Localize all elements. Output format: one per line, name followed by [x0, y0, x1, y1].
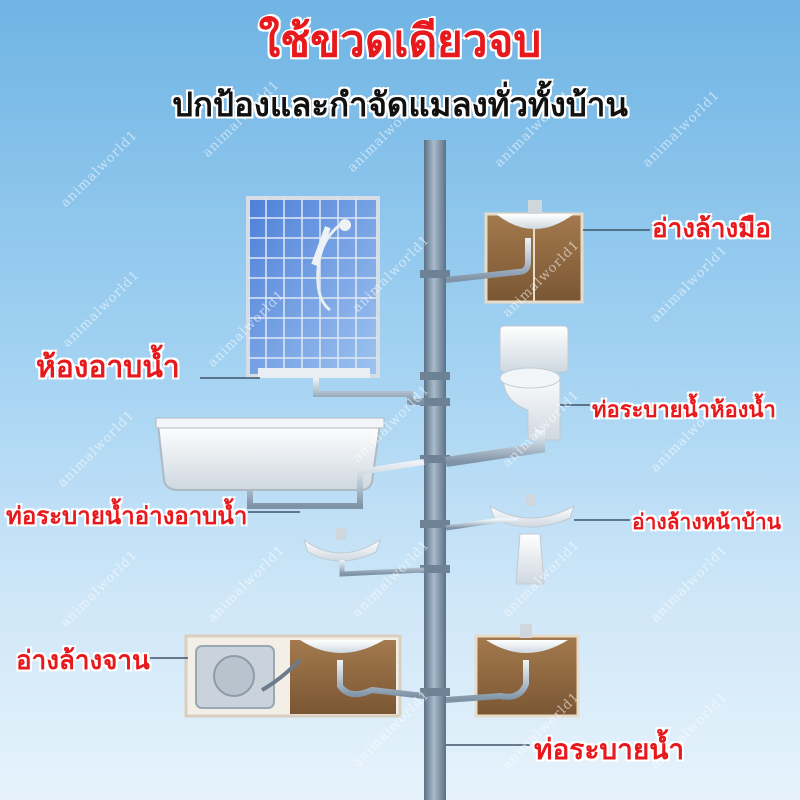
label-leader-lines: [150, 229, 650, 746]
label-shower-room: ห้องอาบน้ำ: [36, 350, 180, 385]
label-main-drain: ท่อระบายน้ำ: [534, 733, 685, 766]
bathtub: [155, 417, 425, 509]
label-toilet-drain: ท่อระบายน้ำห้องน้ำ: [592, 398, 776, 423]
kitchen-sink-cabinet: [445, 624, 580, 718]
hand-sink-cabinet: [445, 200, 584, 304]
dish-sink-cabinet: [184, 634, 425, 718]
wall-sink: [303, 528, 425, 577]
pedestal-sink: [445, 494, 575, 585]
label-dish-sink: อ่างล้างจาน: [16, 646, 150, 676]
main-drain-pipe: [420, 140, 450, 800]
label-front-sink: อ่างล้างหน้าบ้าน: [632, 510, 782, 534]
toilet: [445, 325, 569, 467]
page-subtitle: ปกป้องและกำจัดแมลงทั่วทั้งบ้าน: [172, 85, 628, 124]
shower-cabin: [246, 196, 424, 405]
label-bathtub-drain: ท่อระบายน้ำอ่างอาบน้ำ: [6, 502, 248, 530]
page-title: ใช้ขวดเดียวจบ: [258, 16, 542, 67]
label-hand-sink: อ่างล้างมือ: [652, 214, 771, 244]
